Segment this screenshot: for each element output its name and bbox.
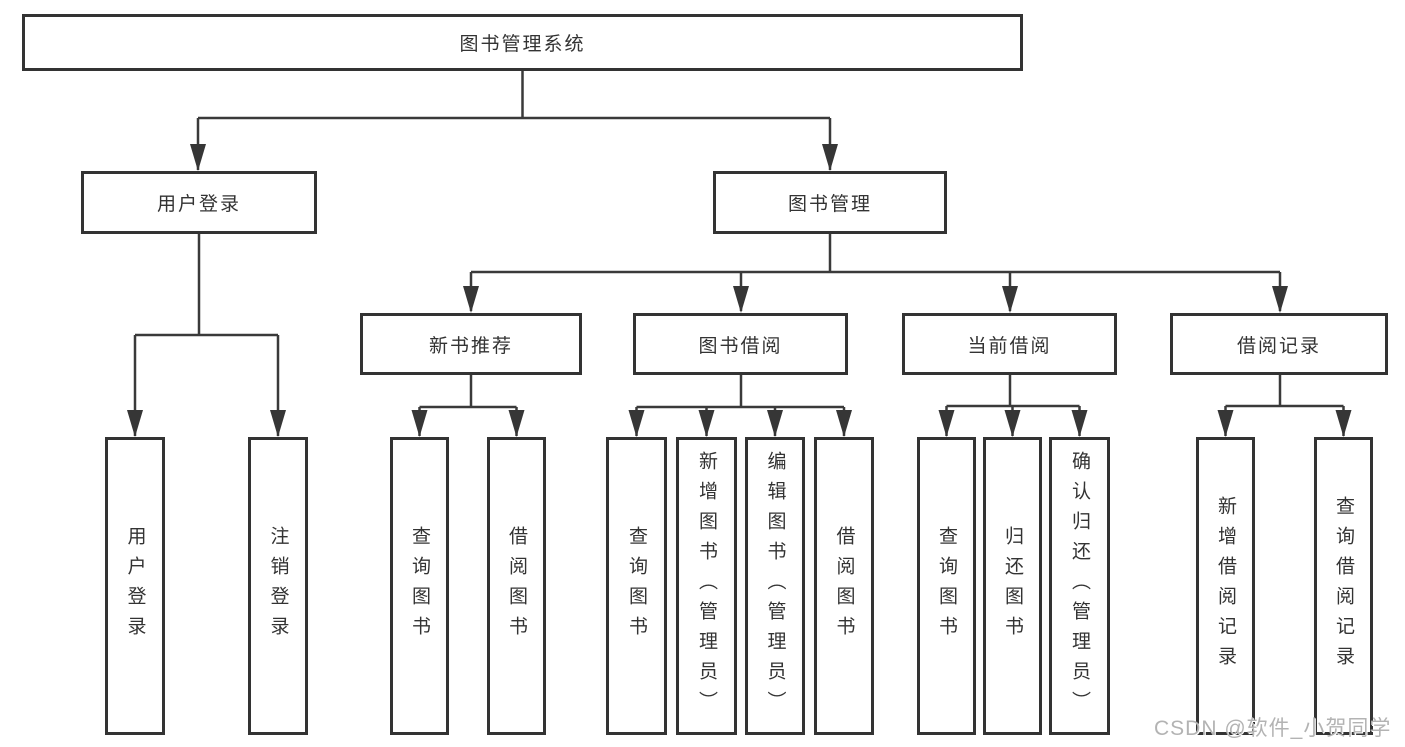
arrow-down-icon bbox=[698, 410, 715, 437]
node-new-book-recommend: 新书推荐 bbox=[360, 313, 582, 375]
leaf-label: 借阅图书 bbox=[833, 526, 855, 646]
arrow-down-icon bbox=[1335, 410, 1352, 437]
arrow-down-icon bbox=[508, 410, 525, 437]
leaf-label: 归还图书 bbox=[1002, 526, 1023, 646]
leaf-query-books-borrow: 查询图书 bbox=[606, 437, 667, 735]
arrow-down-icon bbox=[190, 144, 206, 171]
leaf-query-books-current: 查询图书 bbox=[917, 437, 976, 735]
arrow-down-icon bbox=[836, 410, 852, 437]
leaf-add-borrow-record: 新增借阅记录 bbox=[1196, 437, 1255, 735]
edge-book-mgmt-children bbox=[469, 234, 1282, 311]
arrow-down-icon bbox=[1217, 410, 1234, 437]
arrow-down-icon bbox=[938, 410, 955, 437]
leaf-borrow-books-recommend: 借阅图书 bbox=[487, 437, 546, 735]
leaf-user-login: 用户登录 bbox=[105, 437, 165, 735]
tree-edges bbox=[133, 70, 1345, 436]
edge-new-books-children bbox=[418, 375, 518, 436]
root-node-library-system: 图书管理系统 bbox=[22, 14, 1023, 71]
arrow-down-icon bbox=[733, 286, 749, 313]
arrow-down-icon bbox=[1272, 286, 1288, 313]
leaf-confirm-return-admin: 确认归还（管理员） bbox=[1049, 437, 1110, 735]
arrow-down-icon bbox=[822, 144, 838, 171]
arrow-down-icon bbox=[767, 410, 783, 437]
edge-root-to-level2 bbox=[196, 70, 832, 170]
leaf-label: 编辑图书（管理员） bbox=[764, 451, 786, 721]
edge-user-login-children bbox=[133, 234, 280, 436]
node-book-management: 图书管理 bbox=[713, 171, 947, 234]
leaf-query-books-recommend: 查询图书 bbox=[390, 437, 449, 735]
leaf-edit-book-admin: 编辑图书（管理员） bbox=[745, 437, 805, 735]
leaf-label: 注销登录 bbox=[267, 526, 289, 646]
leaf-return-books: 归还图书 bbox=[983, 437, 1042, 735]
arrow-down-icon bbox=[270, 410, 286, 437]
leaf-label: 新增借阅记录 bbox=[1215, 496, 1236, 676]
leaf-add-book-admin: 新增图书（管理员） bbox=[676, 437, 737, 735]
edge-borrow-children bbox=[635, 375, 846, 436]
arrowhead-icons bbox=[127, 144, 1352, 437]
arrow-down-icon bbox=[628, 410, 645, 437]
arrow-down-icon bbox=[1002, 286, 1018, 313]
arrow-down-icon bbox=[127, 410, 143, 437]
leaf-label: 借阅图书 bbox=[506, 526, 527, 646]
leaf-query-borrow-record: 查询借阅记录 bbox=[1314, 437, 1373, 735]
leaf-label: 查询图书 bbox=[409, 526, 430, 646]
arrow-down-icon bbox=[463, 286, 479, 313]
node-user-login: 用户登录 bbox=[81, 171, 317, 234]
edge-records-children bbox=[1224, 375, 1345, 436]
leaf-borrow-books: 借阅图书 bbox=[814, 437, 874, 735]
node-borrow-records: 借阅记录 bbox=[1170, 313, 1388, 375]
arrow-down-icon bbox=[1004, 410, 1021, 437]
leaf-logout: 注销登录 bbox=[248, 437, 308, 735]
leaf-label: 新增图书（管理员） bbox=[696, 451, 717, 721]
leaf-label: 查询借阅记录 bbox=[1333, 496, 1354, 676]
leaf-label: 确认归还（管理员） bbox=[1069, 451, 1090, 721]
leaf-label: 查询图书 bbox=[626, 526, 647, 646]
arrow-down-icon bbox=[411, 410, 428, 437]
leaf-label: 用户登录 bbox=[124, 526, 146, 646]
node-book-borrow: 图书借阅 bbox=[633, 313, 848, 375]
node-current-borrow: 当前借阅 bbox=[902, 313, 1117, 375]
watermark: CSDN @软件_小贺同学 bbox=[1154, 717, 1392, 740]
leaf-label: 查询图书 bbox=[936, 526, 957, 646]
arrow-down-icon bbox=[1071, 410, 1088, 437]
